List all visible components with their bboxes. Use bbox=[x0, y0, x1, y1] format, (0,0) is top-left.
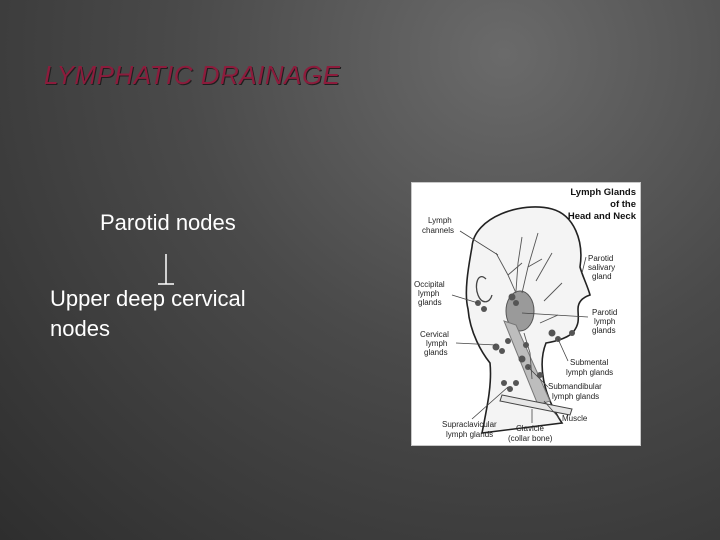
parotid-nodes-text: Parotid nodes bbox=[100, 210, 236, 235]
upper-deep-cervical-nodes-text: Upper deep cervical nodes bbox=[50, 286, 246, 341]
clavicle-shape bbox=[499, 394, 573, 416]
down-arrow-icon bbox=[158, 254, 174, 285]
muscle-shape bbox=[503, 320, 551, 406]
label-muscle: Muscle bbox=[562, 414, 588, 423]
lymph-glands-diagram: Lymph Glands of the Head and Neck Lymph … bbox=[411, 182, 641, 446]
diagram-heading-line-1: Lymph Glands bbox=[570, 187, 636, 198]
diagram-heading-line-2: of the bbox=[610, 199, 636, 210]
ear-shape bbox=[475, 276, 493, 303]
label-submandibular-lymph-glands: Submandibular lymph glands bbox=[548, 382, 604, 401]
label-parotid-lymph-glands: Parotid lymph glands bbox=[592, 308, 620, 335]
leader-lines bbox=[451, 230, 589, 423]
slide-title: LYMPHATIC DRAINAGE bbox=[44, 60, 341, 90]
label-supraclavicular-lymph-glands: Supraclavicular lymph glands bbox=[442, 420, 499, 439]
parotid-gland-shape bbox=[505, 290, 535, 332]
lymph-channels-lines bbox=[495, 232, 563, 380]
head-neck-illustration: Lymph Glands of the Head and Neck Lymph … bbox=[414, 187, 637, 443]
diagram-heading-line-3: Head and Neck bbox=[568, 211, 637, 222]
label-cervical-lymph-glands: Cervical lymph glands bbox=[420, 330, 451, 357]
label-lymph-channels: Lymph channels bbox=[422, 216, 454, 235]
label-clavicle: Clavicle (collar bone) bbox=[508, 424, 553, 443]
label-occipital-lymph-glands: Occipital lymph glands bbox=[414, 280, 447, 307]
label-parotid-salivary-gland: Parotid salivary gland bbox=[588, 254, 617, 281]
label-submental-lymph-glands: Submental lymph glands bbox=[566, 358, 613, 377]
